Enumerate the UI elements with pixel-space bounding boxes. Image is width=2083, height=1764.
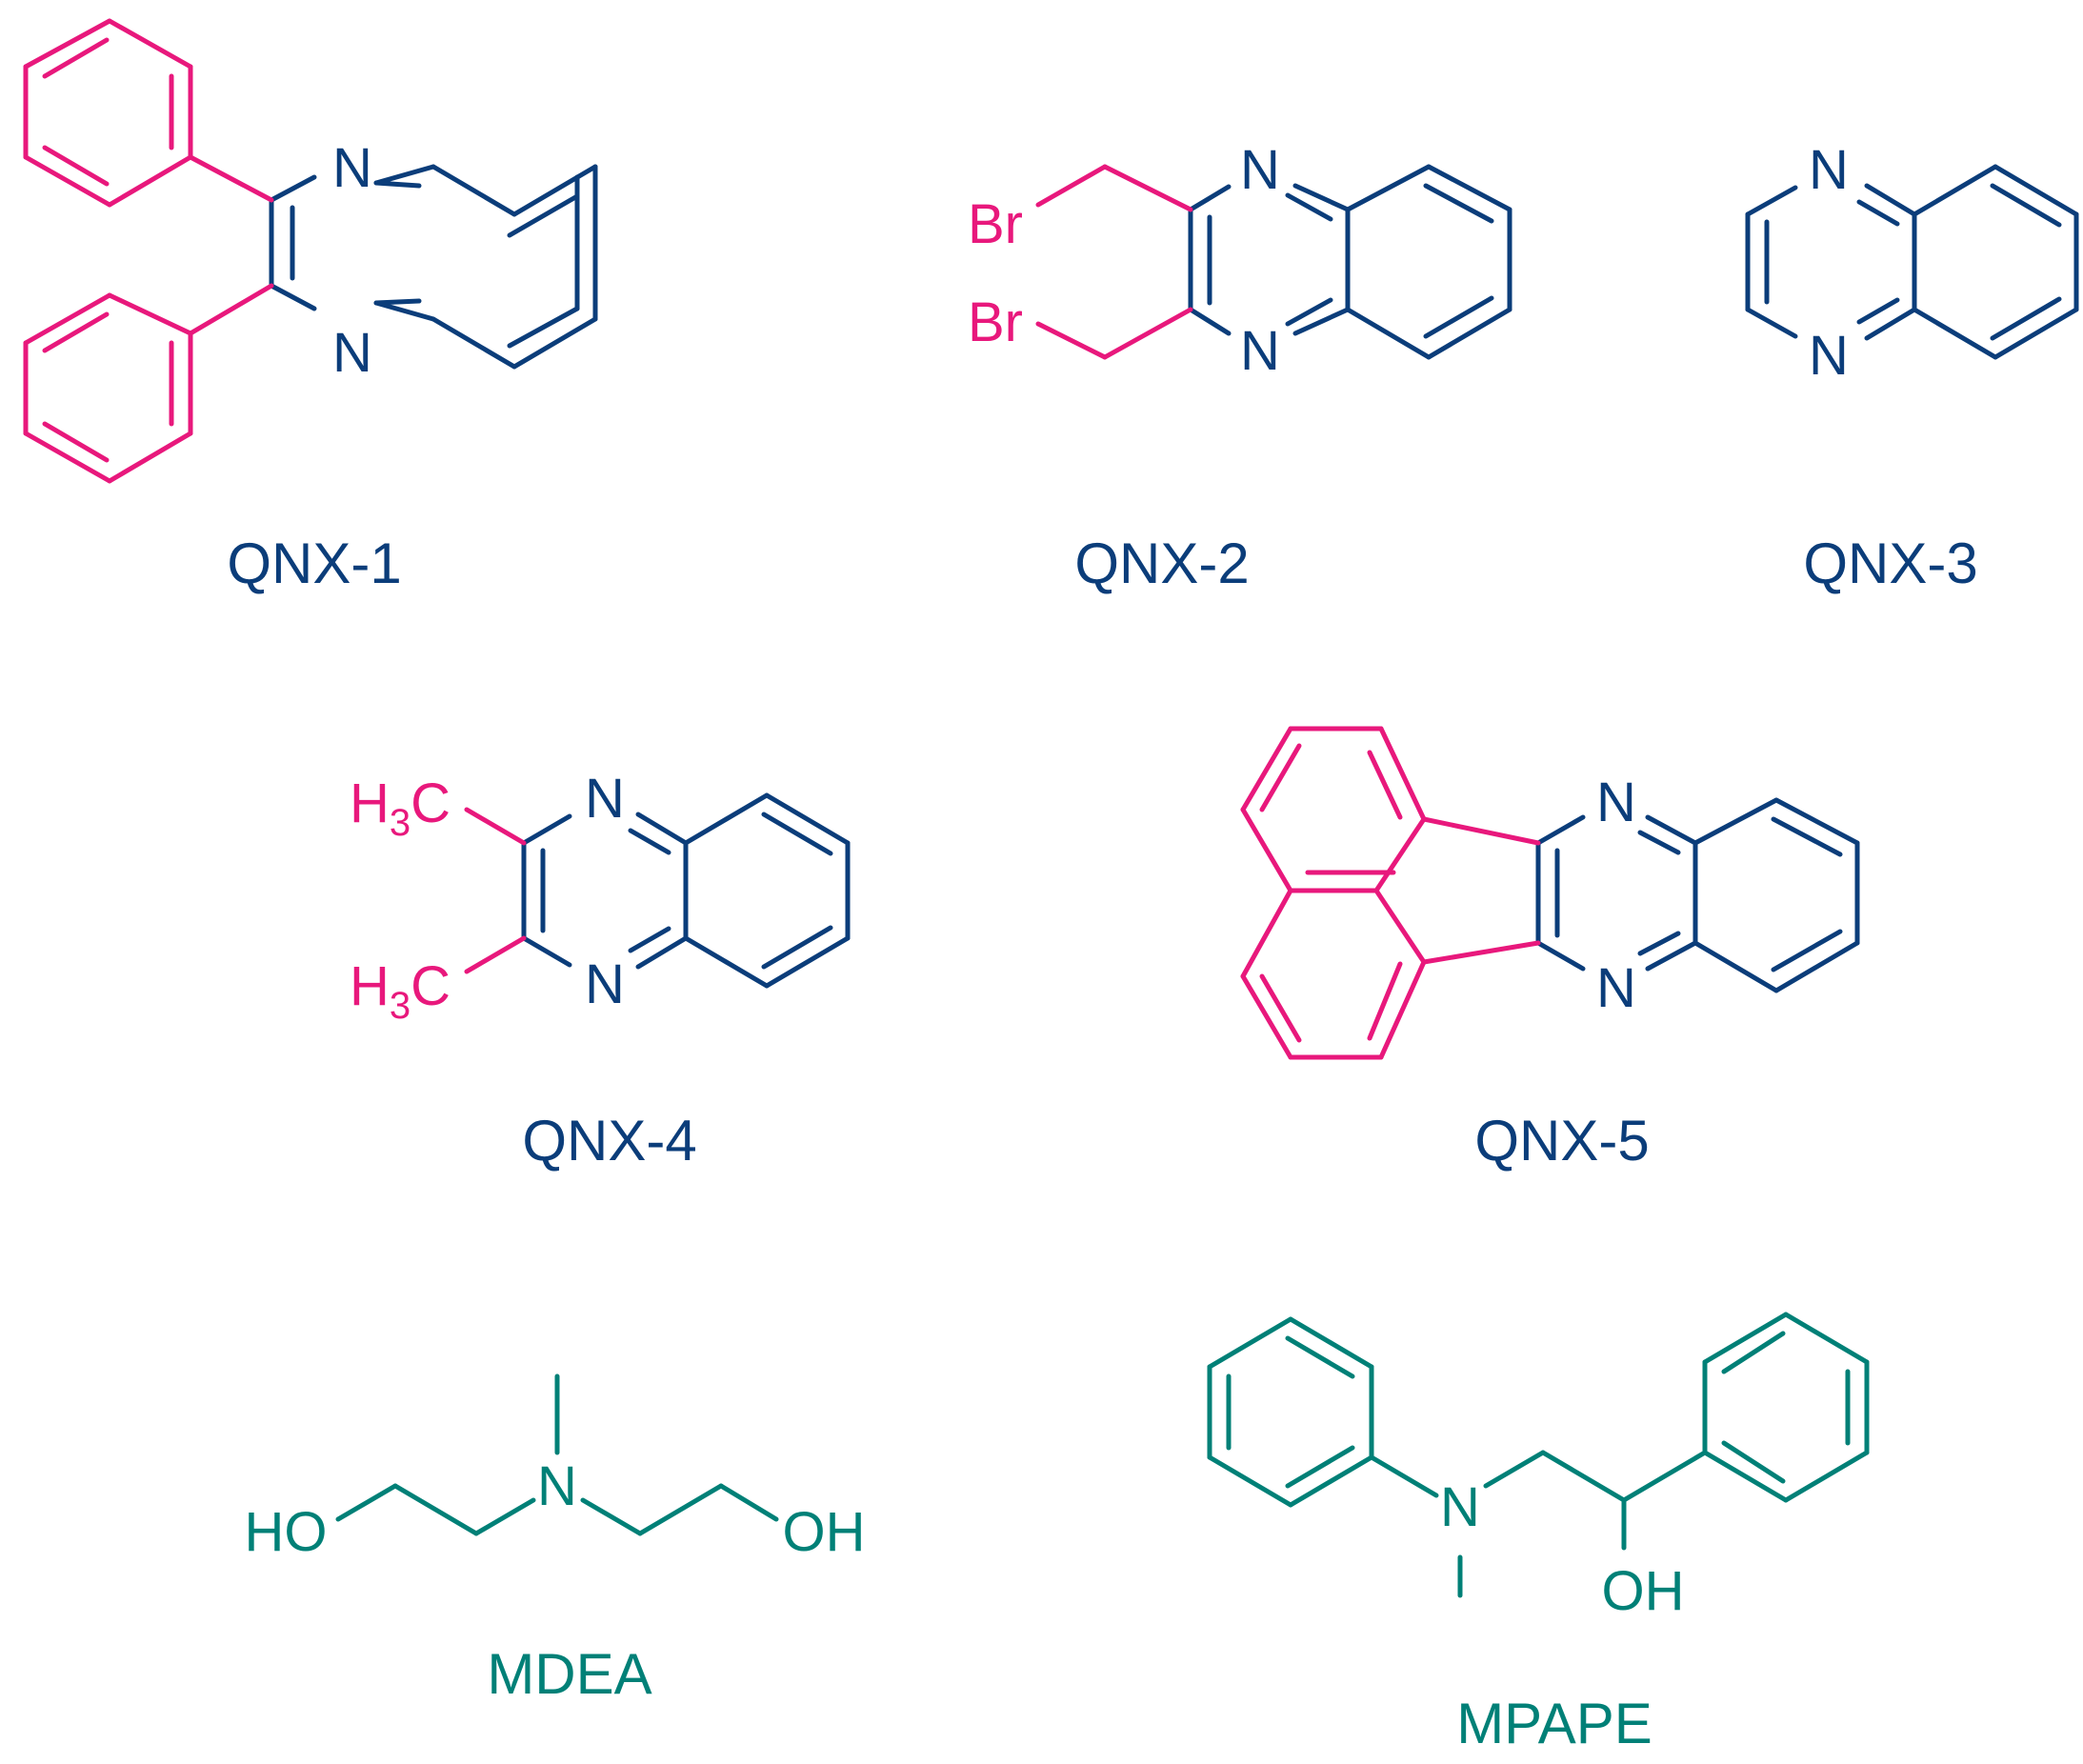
quinoxaline-core — [1745, 164, 2079, 360]
mpape-skeleton — [1207, 1312, 1870, 1598]
label-qnx-3: QNX-3 — [1803, 531, 1977, 595]
molecule-qnx-5: N N QNX-5 — [1240, 726, 1860, 1173]
atom-n-top: N — [585, 768, 625, 830]
atom-n: N — [537, 1455, 577, 1517]
atom-n-bottom: N — [1596, 957, 1636, 1019]
methyl-substituents — [464, 807, 527, 974]
bromomethyl-substituents — [1035, 164, 1193, 360]
atom-n-top: N — [1596, 772, 1636, 833]
molecule-qnx-3: N N QNX-3 — [1745, 139, 2079, 595]
atom-n-bottom: N — [1809, 325, 1849, 387]
atom-n-bottom: N — [1240, 320, 1280, 382]
atom-oh: OH — [783, 1501, 866, 1563]
acenaphthylene-fragment — [1240, 726, 1541, 1060]
atom-ho: HO — [245, 1501, 328, 1563]
quinoxaline-core — [1188, 164, 1512, 360]
atom-methyl-top: H3C — [350, 772, 451, 844]
atom-n-bottom: N — [585, 953, 625, 1015]
label-mpape: MPAPE — [1456, 1692, 1652, 1755]
atom-br-bottom: Br — [968, 291, 1023, 353]
molecule-mdea: N HO OH MDEA — [245, 1373, 866, 1706]
molecule-qnx-2: N N Br Br QNX-2 — [968, 139, 1512, 595]
molecule-qnx-1: N N QNX-1 — [23, 18, 598, 595]
atom-n-bottom: N — [332, 322, 372, 384]
atom-br-top: Br — [968, 193, 1023, 255]
quinoxaline-core — [1535, 797, 1860, 993]
quinoxaline-core — [269, 164, 598, 370]
quinoxaline-core — [521, 792, 851, 989]
atom-n-top: N — [1809, 139, 1849, 201]
atom-n-top: N — [1240, 139, 1280, 201]
label-qnx-4: QNX-4 — [522, 1109, 696, 1173]
atom-n: N — [1440, 1476, 1480, 1538]
label-mdea: MDEA — [487, 1642, 651, 1706]
atom-n-top: N — [332, 137, 372, 199]
atom-oh: OH — [1602, 1560, 1685, 1622]
label-qnx-2: QNX-2 — [1074, 531, 1249, 595]
atom-methyl-bottom: H3C — [350, 955, 451, 1027]
molecule-qnx-4: N N H3C H3C QNX-4 — [350, 768, 851, 1173]
label-qnx-1: QNX-1 — [227, 531, 401, 595]
mdea-skeleton — [335, 1373, 779, 1536]
label-qnx-5: QNX-5 — [1474, 1109, 1649, 1173]
molecule-mpape: N OH MPAPE — [1207, 1312, 1870, 1755]
phenyl-substituents — [23, 18, 274, 484]
